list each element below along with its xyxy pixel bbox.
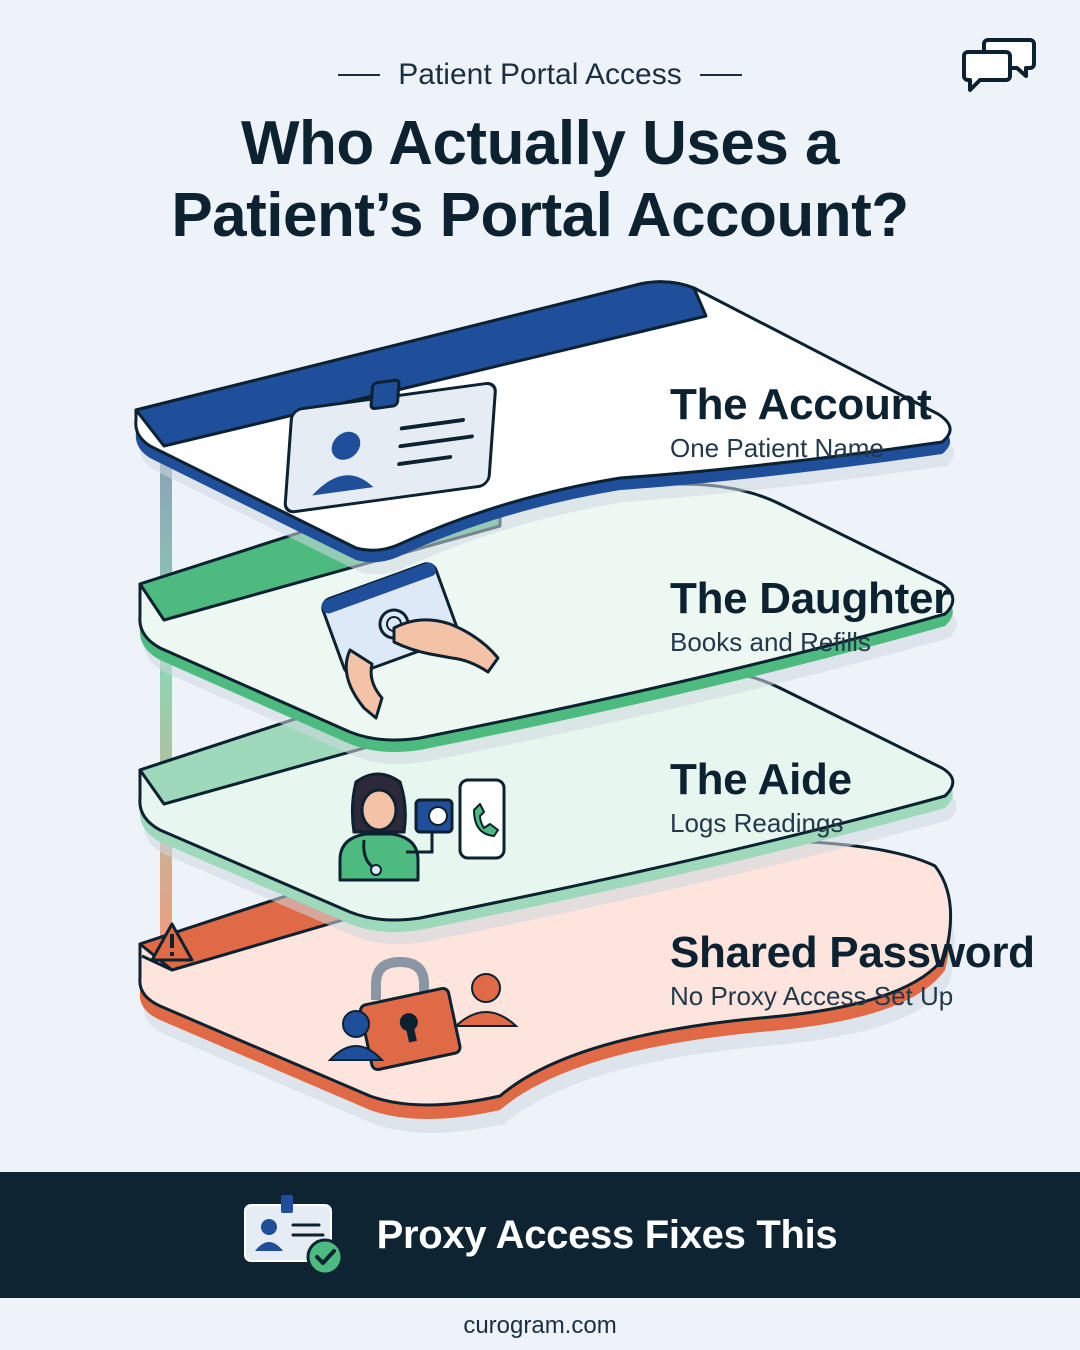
layer-stack-graphic [134,280,957,1133]
layer-title: The Daughter [670,574,950,623]
layer-title: The Aide [670,755,852,804]
footer-label: Proxy Access Fixes This [376,1212,838,1257]
id-card-icon [283,378,497,514]
layer-text-the-daughter: The Daughter Books and Refills [670,574,950,658]
page-title-line-1: Who Actually Uses a [240,109,840,178]
lock-users-icon [327,956,519,1071]
chat-bubbles-icon [962,38,1036,92]
layer-subtitle: Books and Refills [670,627,871,657]
layer-title: The Account [670,380,932,429]
layer-subtitle: No Proxy Access Set Up [670,981,954,1011]
layer-subtitle: One Patient Name [670,433,884,463]
warning-icon [150,922,194,962]
eyebrow: Patient Portal Access [0,58,1080,92]
layer-title: Shared Password [670,928,1035,977]
layer-stack: The Account One Patient Name The Daughte… [120,280,1035,1150]
stack-connector [160,455,172,945]
layer-text-the-aide: The Aide Logs Readings [670,755,852,839]
layer-subtitle: Logs Readings [670,808,844,838]
layer-text-the-account: The Account One Patient Name [670,380,932,464]
eyebrow-rule-left [338,74,381,76]
page-title: Who Actually Uses a Patient’s Portal Acc… [0,108,1080,252]
layer-text-shared-password: Shared Password No Proxy Access Set Up [670,928,1035,1012]
aide-device-icon [338,772,506,882]
id-check-icon [243,1195,344,1276]
site-url[interactable]: curogram.com [463,1312,617,1339]
page-title-line-2: Patient’s Portal Account? [171,181,909,250]
eyebrow-rule-right [699,74,742,76]
footer-banner: Proxy Access Fixes This [0,1172,1080,1298]
eyebrow-label: Patient Portal Access [398,58,682,91]
hand-tablet-icon [321,562,500,720]
